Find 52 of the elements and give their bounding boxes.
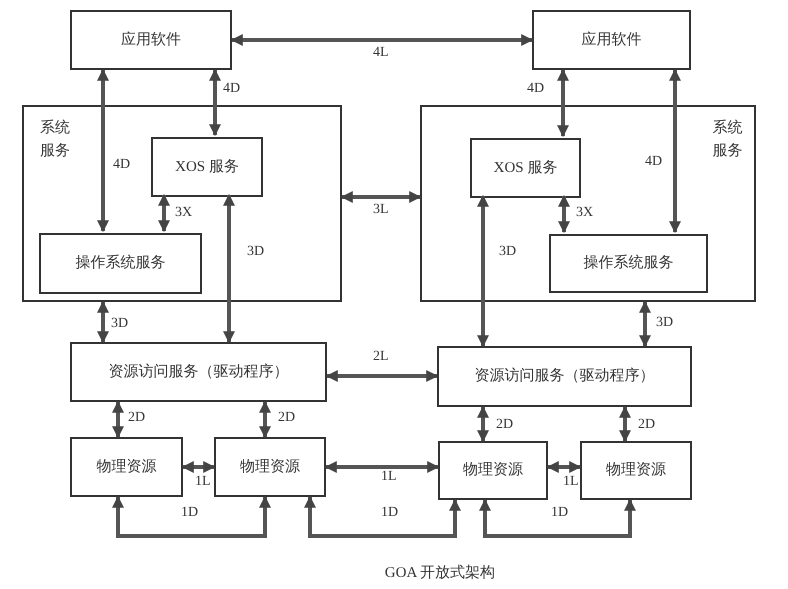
box-label: 物理资源 bbox=[240, 458, 300, 477]
double-arrow bbox=[546, 461, 582, 473]
double-arrow bbox=[97, 300, 109, 344]
caption: GOA 开放式架构 bbox=[384, 564, 496, 583]
box-label: XOS 服务 bbox=[494, 158, 558, 178]
box-label: 物理资源 bbox=[96, 458, 156, 477]
box-label: 应用软件 bbox=[582, 30, 642, 50]
double-arrow bbox=[158, 194, 170, 232]
component-box bbox=[580, 441, 692, 500]
box-label: 操作系统服务 bbox=[584, 254, 674, 274]
double-arrow bbox=[639, 300, 651, 348]
box-label: 物理资源 bbox=[606, 460, 666, 480]
double-arrow bbox=[669, 68, 681, 234]
double-arrow bbox=[112, 496, 271, 538]
component-box bbox=[70, 342, 327, 402]
double-arrow bbox=[230, 34, 534, 46]
box-label: 资源访问服务（驱动程序） bbox=[474, 366, 654, 386]
double-arrow bbox=[97, 68, 109, 232]
box-label: 操作系统服务 bbox=[76, 254, 166, 274]
double-arrow bbox=[558, 194, 570, 234]
component-box bbox=[151, 137, 263, 197]
double-arrow bbox=[223, 194, 235, 344]
double-arrow bbox=[477, 406, 489, 442]
group-label: 系统服务 bbox=[40, 118, 71, 160]
component-box bbox=[470, 138, 581, 198]
group-label: 系统服务 bbox=[712, 118, 744, 160]
double-arrow bbox=[259, 400, 271, 438]
double-arrow bbox=[557, 68, 569, 138]
component-box bbox=[70, 437, 183, 497]
double-arrow bbox=[340, 191, 422, 203]
box-label: 资源访问服务（驱动程序） bbox=[108, 362, 288, 382]
double-arrow bbox=[112, 400, 124, 438]
component-box bbox=[39, 233, 202, 294]
component-box bbox=[437, 346, 692, 407]
component-box bbox=[549, 234, 708, 293]
double-arrow bbox=[326, 370, 438, 382]
component-box bbox=[70, 10, 232, 70]
box-label: 应用软件 bbox=[121, 30, 181, 50]
group-box bbox=[22, 105, 342, 302]
component-box bbox=[532, 10, 691, 70]
double-arrow bbox=[324, 461, 440, 473]
box-label: XOS 服务 bbox=[175, 158, 239, 177]
box-label: 物理资源 bbox=[463, 460, 523, 480]
component-box bbox=[438, 441, 548, 500]
double-arrow bbox=[479, 498, 636, 538]
double-arrow bbox=[619, 406, 631, 442]
component-box bbox=[214, 437, 326, 497]
group-box bbox=[420, 105, 756, 302]
double-arrow bbox=[209, 68, 221, 136]
double-arrow bbox=[304, 496, 461, 538]
double-arrow bbox=[477, 194, 489, 348]
double-arrow bbox=[182, 461, 216, 473]
